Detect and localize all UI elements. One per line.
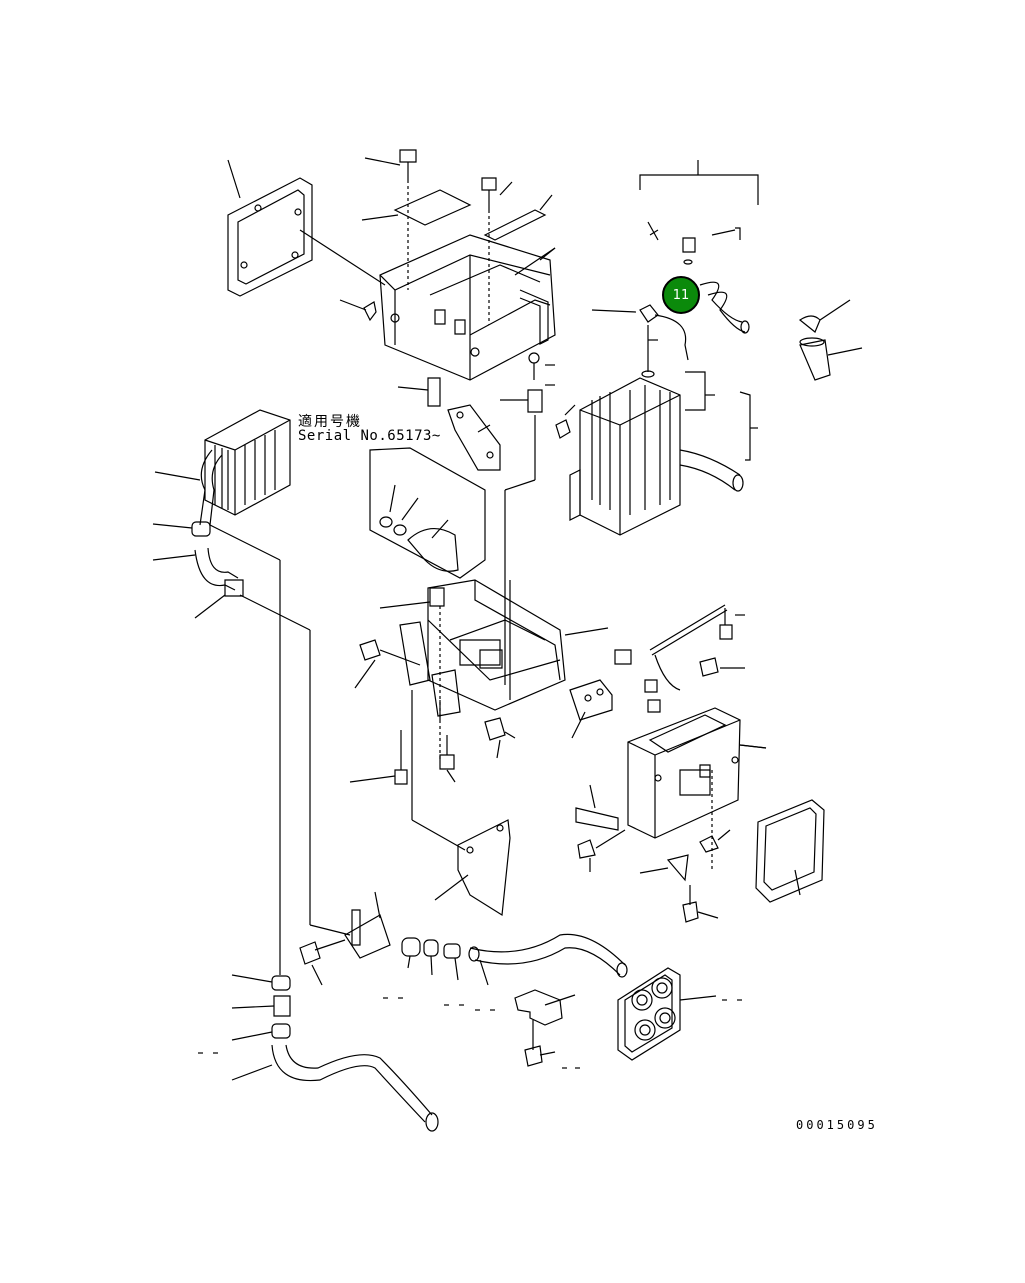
heater-hoses: [153, 522, 350, 975]
blower-unit: [576, 708, 766, 922]
blower-housing: [300, 230, 555, 380]
serial-detail-box: [370, 448, 485, 578]
leader-lines: [540, 248, 766, 748]
clip-bracket: [515, 990, 575, 1066]
drawing-number: 00015095: [796, 1118, 878, 1132]
serial-label-en: Serial No.65173~: [298, 428, 441, 444]
dash-marks: [198, 998, 742, 1068]
lower-housing: [355, 415, 612, 760]
wire-harness: [615, 605, 745, 712]
part-callout-11[interactable]: 11: [662, 276, 700, 314]
expansion-valve: [592, 160, 758, 360]
vent-panel: [618, 968, 716, 1060]
receiver-parts: [800, 300, 862, 380]
filter-gasket: [756, 800, 824, 902]
gasket-frame: [228, 160, 312, 296]
evaporator: [570, 325, 758, 535]
small-brackets: [398, 353, 575, 470]
drain-hose: [232, 975, 438, 1131]
serial-label-jp: 適用号機: [298, 414, 362, 430]
heater-core: [155, 410, 290, 525]
top-bolts: [340, 150, 555, 325]
lower-bolts: [350, 690, 510, 915]
lower-hoses: [300, 892, 627, 985]
